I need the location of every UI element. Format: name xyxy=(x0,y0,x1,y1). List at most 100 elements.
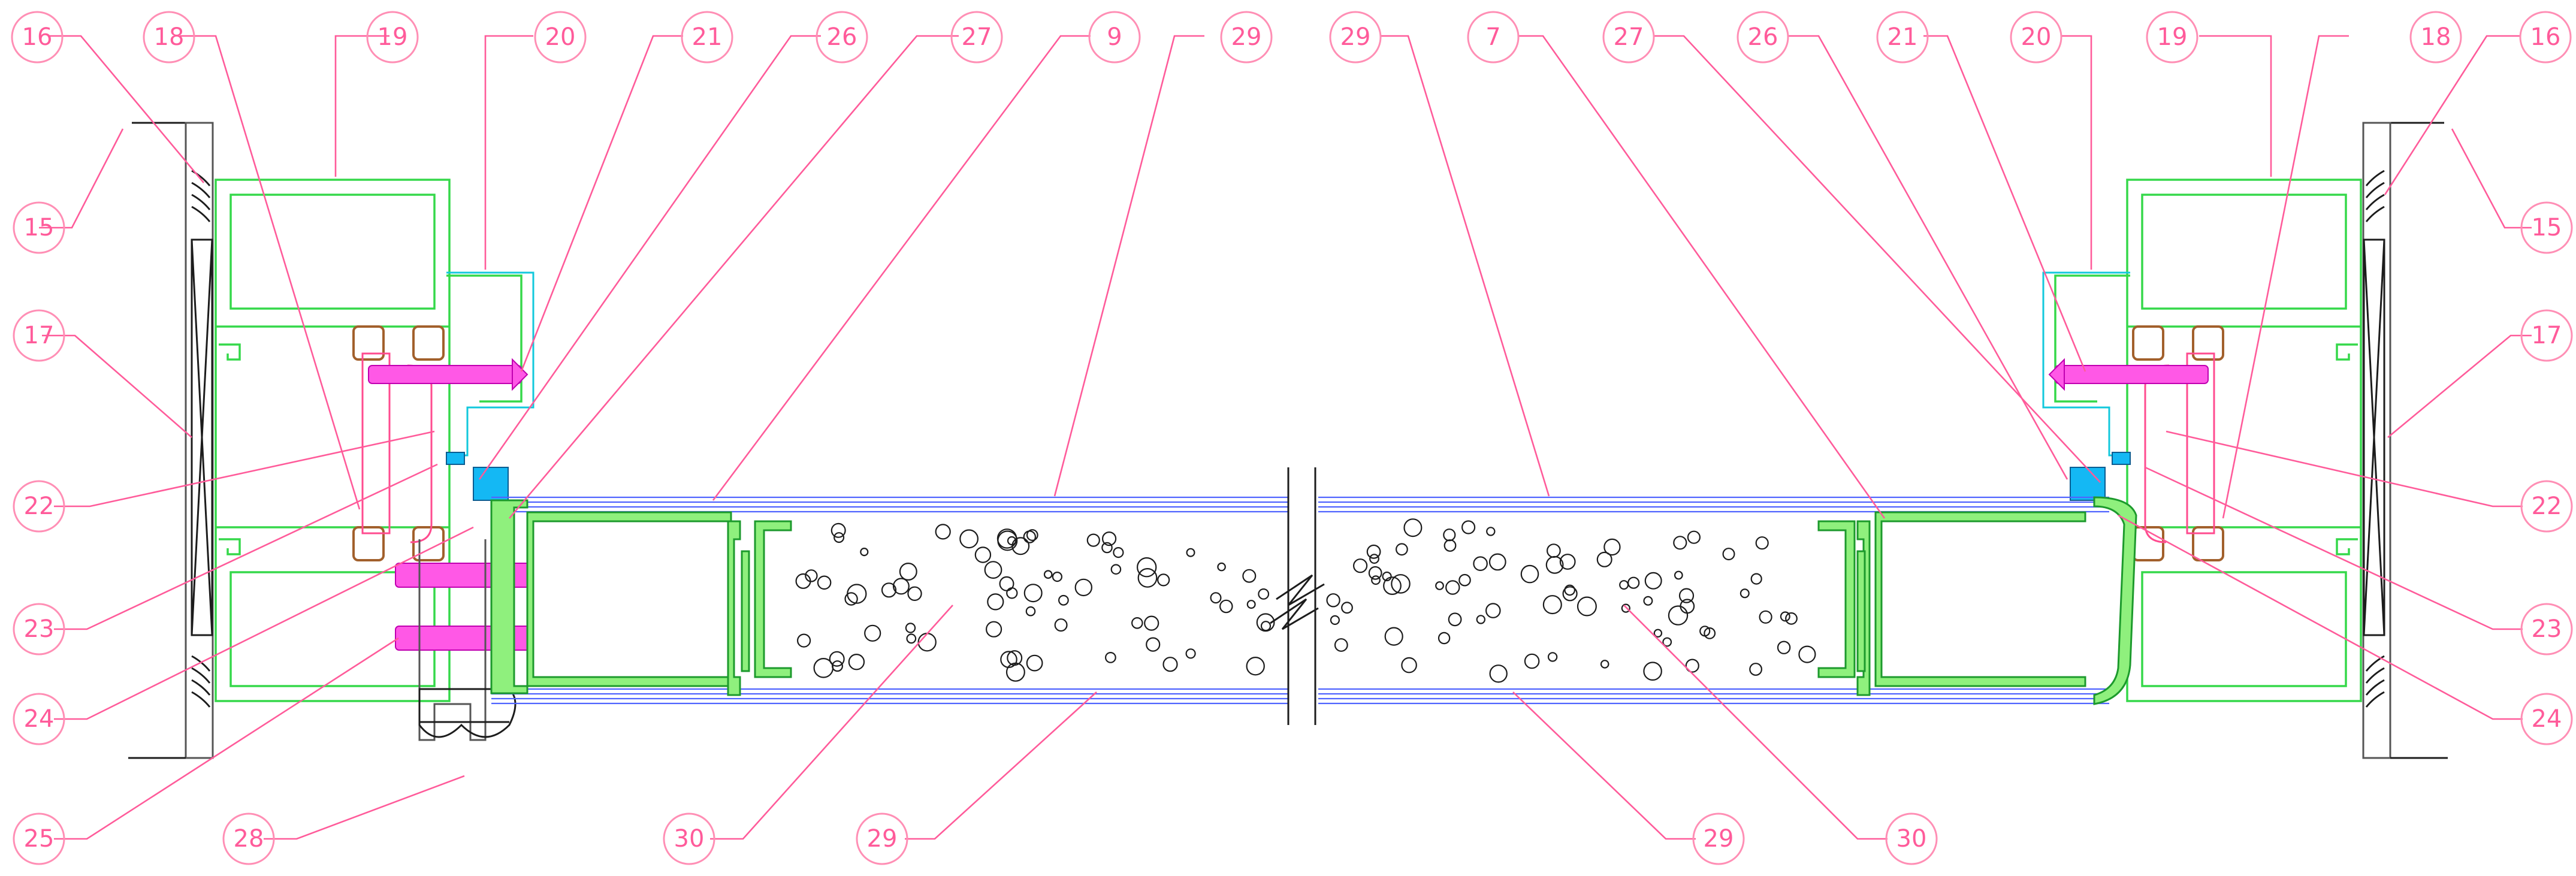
insulation-bubble xyxy=(831,660,843,672)
insulation-bubble xyxy=(1258,588,1270,600)
insulation-bubble xyxy=(935,524,951,540)
insulation-bubble xyxy=(795,573,811,589)
callout-25: 25 xyxy=(13,812,65,865)
insulation-bubble xyxy=(1476,615,1485,624)
insulation-bubble xyxy=(1353,558,1368,573)
insulation-bubble xyxy=(1023,584,1043,603)
insulation-bubble xyxy=(1653,629,1663,638)
insulation-bubble xyxy=(1369,554,1379,564)
svg-text:15: 15 xyxy=(2532,214,2562,241)
insulation-bubble xyxy=(1678,588,1695,603)
insulation-bubble xyxy=(1025,606,1036,617)
insulation-bubble xyxy=(1246,656,1265,676)
left-seal xyxy=(446,271,534,501)
callout-24-left: 24 xyxy=(13,693,65,745)
door-leaf-right-half xyxy=(1318,496,2137,705)
insulation-bubble xyxy=(829,651,845,667)
left-wall xyxy=(128,122,214,759)
insulation-bubble xyxy=(1101,542,1113,554)
insulation-bubble xyxy=(1644,572,1662,590)
insulation-bubble xyxy=(1113,546,1124,558)
leader-lines xyxy=(39,35,2532,840)
insulation-bubble xyxy=(1401,657,1417,673)
insulation-bubble xyxy=(1043,570,1053,579)
insulation-bubble xyxy=(1596,551,1612,567)
svg-text:23: 23 xyxy=(2532,615,2562,643)
insulation-bubble xyxy=(1371,575,1381,585)
insulation-bubble xyxy=(1777,641,1791,654)
svg-text:29: 29 xyxy=(1231,23,1262,51)
svg-text:9: 9 xyxy=(1107,23,1122,51)
insulation-bubble xyxy=(1210,592,1222,604)
insulation-bubble xyxy=(1260,621,1272,632)
callout-21-right: 21 xyxy=(1876,11,1929,64)
insulation-bubble xyxy=(1101,531,1117,546)
insulation-bubble xyxy=(1759,610,1772,624)
insulation-bubble xyxy=(1619,580,1629,590)
insulation-bubble xyxy=(833,532,845,543)
insulation-bubble xyxy=(1562,586,1578,602)
insulation-bubble xyxy=(1577,596,1597,617)
right-wall xyxy=(2362,122,2448,759)
insulation-bubble xyxy=(1627,576,1640,589)
right-seal xyxy=(2042,271,2131,501)
callout-30-right: 30 xyxy=(1885,812,1938,865)
svg-text:17: 17 xyxy=(2532,322,2562,349)
insulation-bubble xyxy=(906,633,917,644)
svg-text:16: 16 xyxy=(2530,23,2561,51)
insulation-bubble xyxy=(1384,627,1403,646)
insulation-bubble xyxy=(1330,615,1340,626)
insulation-bubble xyxy=(1722,548,1735,561)
svg-text:23: 23 xyxy=(24,615,55,643)
svg-text:20: 20 xyxy=(545,23,576,51)
insulation-bubble xyxy=(1438,632,1451,645)
insulation-bubble xyxy=(1443,528,1456,542)
insulation-bubble xyxy=(959,529,979,549)
svg-text:22: 22 xyxy=(24,493,55,520)
insulation-bubble xyxy=(905,623,916,633)
svg-text:25: 25 xyxy=(24,825,55,853)
callout-19-right: 19 xyxy=(2146,11,2198,64)
callout-29-bottom-left: 29 xyxy=(856,812,908,865)
callout-17-right: 17 xyxy=(2520,309,2573,362)
insulation-bubble xyxy=(1673,536,1687,550)
insulation-bubble xyxy=(1524,653,1540,669)
insulation-bubble xyxy=(1687,530,1701,544)
svg-text:19: 19 xyxy=(378,23,408,51)
insulation-bubble xyxy=(1104,651,1116,663)
insulation-bubble xyxy=(996,528,1017,549)
insulation-bubble xyxy=(1382,571,1392,582)
insulation-bubble xyxy=(1473,556,1488,571)
insulation-bubble xyxy=(1662,637,1672,647)
svg-text:17: 17 xyxy=(24,322,55,349)
insulation-bubble xyxy=(1246,600,1256,609)
insulation-bubble xyxy=(999,576,1014,591)
insulation-bubble xyxy=(1242,569,1257,583)
callout-17-left: 17 xyxy=(13,309,65,362)
svg-text:7: 7 xyxy=(1485,23,1500,51)
insulation-bubble xyxy=(1341,602,1353,614)
insulation-bubble xyxy=(1334,638,1348,652)
callout-26-left: 26 xyxy=(816,11,868,64)
insulation-bubble xyxy=(1391,574,1411,594)
callout-7: 7 xyxy=(1467,11,1520,64)
insulation-bubble xyxy=(1740,588,1750,599)
callout-18-right: 18 xyxy=(2409,11,2462,64)
callout-19-left: 19 xyxy=(366,11,419,64)
callouts: 16 18 19 20 21 26 27 9 29 29 7 27 26 21 … xyxy=(11,11,2573,865)
insulation-bubbles xyxy=(795,518,1816,683)
insulation-bubble xyxy=(1643,596,1653,606)
insulation-bubble xyxy=(1603,538,1621,556)
svg-text:15: 15 xyxy=(24,214,55,241)
insulation-bubble xyxy=(860,547,869,557)
svg-text:29: 29 xyxy=(867,825,898,853)
insulation-bubble xyxy=(1546,543,1561,558)
insulation-bubble xyxy=(1461,520,1476,534)
svg-text:21: 21 xyxy=(692,23,723,51)
insulation-bubble xyxy=(1448,612,1462,627)
insulation-bubble xyxy=(1668,605,1689,626)
insulation-bubble xyxy=(1559,554,1576,570)
svg-text:24: 24 xyxy=(24,705,55,733)
insulation-bubble xyxy=(1162,657,1178,672)
